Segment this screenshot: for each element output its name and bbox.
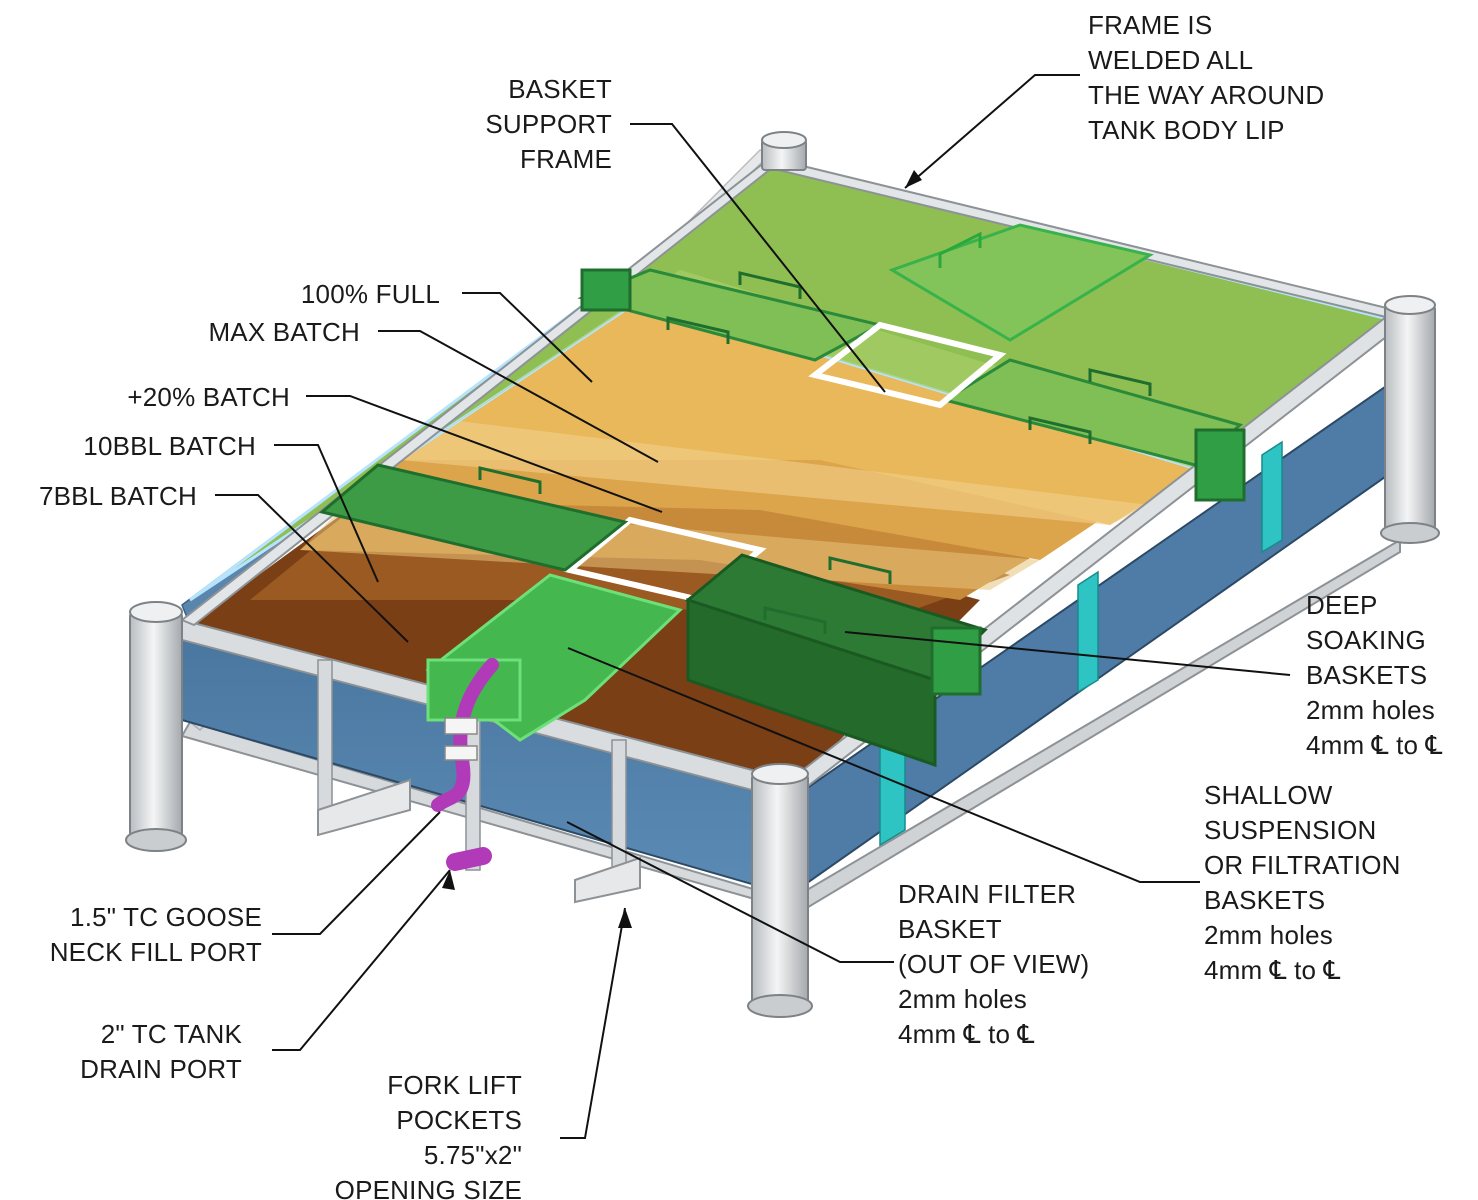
label-line: 4mm ℄ to ℄ bbox=[898, 1019, 1035, 1049]
label-line: DRAIN FILTER bbox=[898, 879, 1077, 909]
label-line: DRAIN PORT bbox=[80, 1054, 242, 1084]
label-line: 4mm ℄ to ℄ bbox=[1204, 955, 1341, 985]
label-line: THE WAY AROUND bbox=[1088, 80, 1325, 110]
label-line: FORK LIFT bbox=[387, 1070, 522, 1100]
label-line: 1.5" TC GOOSE bbox=[70, 902, 262, 932]
label-line: TANK BODY LIP bbox=[1088, 115, 1285, 145]
label-10bbl-batch: 10BBL BATCH bbox=[83, 431, 256, 461]
baskets bbox=[318, 223, 1246, 768]
label-drain-port: 2" TC TANK DRAIN PORT bbox=[20, 1017, 242, 1087]
label-100-full: 100% FULL bbox=[300, 279, 440, 309]
label-line: SOAKING bbox=[1306, 625, 1426, 655]
label-deep-soaking: DEEP SOAKING BASKETS 2mm holes 4mm ℄ to … bbox=[1306, 588, 1443, 763]
label-line: SUSPENSION bbox=[1204, 815, 1377, 845]
label-line: 2" TC TANK bbox=[100, 1019, 242, 1049]
label-line: 2mm holes bbox=[898, 984, 1027, 1014]
label-7bbl-batch: 7BBL BATCH bbox=[38, 481, 197, 511]
label-line: DEEP bbox=[1306, 590, 1378, 620]
label-basket-support: BASKET SUPPORT FRAME bbox=[440, 72, 612, 177]
leader-lines bbox=[215, 74, 1291, 1139]
label-line: OR FILTRATION bbox=[1204, 850, 1401, 880]
label-line: SHALLOW bbox=[1204, 780, 1333, 810]
label-drain-filter: DRAIN FILTER BASKET (OUT OF VIEW) 2mm ho… bbox=[898, 877, 1089, 1052]
label-line: 4mm ℄ to ℄ bbox=[1306, 730, 1443, 760]
label-max-batch: MAX BATCH bbox=[208, 317, 360, 347]
label-line: (OUT OF VIEW) bbox=[898, 949, 1090, 979]
label-line: BASKET bbox=[508, 74, 612, 104]
label-line: POCKETS bbox=[396, 1105, 522, 1135]
corner-posts bbox=[125, 131, 1440, 1018]
label-fork-lift: FORK LIFT POCKETS 5.75"x2" OPENING SIZE bbox=[300, 1068, 522, 1200]
fork-lift-pocket-shapes bbox=[317, 778, 641, 904]
label-line: WELDED ALL bbox=[1088, 45, 1254, 75]
front-struts bbox=[317, 659, 627, 881]
label-line: FRAME IS bbox=[1088, 10, 1213, 40]
label-line: 2mm holes bbox=[1204, 920, 1333, 950]
ports bbox=[431, 658, 499, 871]
leader-arrows bbox=[442, 170, 922, 928]
label-line: OPENING SIZE bbox=[334, 1175, 522, 1200]
label-line: FRAME bbox=[520, 144, 612, 174]
label-line: 5.75"x2" bbox=[423, 1140, 522, 1170]
label-line: SUPPORT bbox=[485, 109, 612, 139]
label-line: BASKETS bbox=[1204, 885, 1326, 915]
label-fill-port: 1.5" TC GOOSE NECK FILL PORT bbox=[10, 900, 262, 970]
label-line: BASKET bbox=[898, 914, 1002, 944]
label-frame-welded: FRAME IS WELDED ALL THE WAY AROUND TANK … bbox=[1088, 8, 1324, 148]
label-plus-20-batch: +20% BATCH bbox=[127, 382, 290, 412]
label-line: NECK FILL PORT bbox=[49, 937, 262, 967]
label-line: 2mm holes bbox=[1306, 695, 1435, 725]
label-shallow-baskets: SHALLOW SUSPENSION OR FILTRATION BASKETS… bbox=[1204, 778, 1401, 988]
label-line: BASKETS bbox=[1306, 660, 1428, 690]
